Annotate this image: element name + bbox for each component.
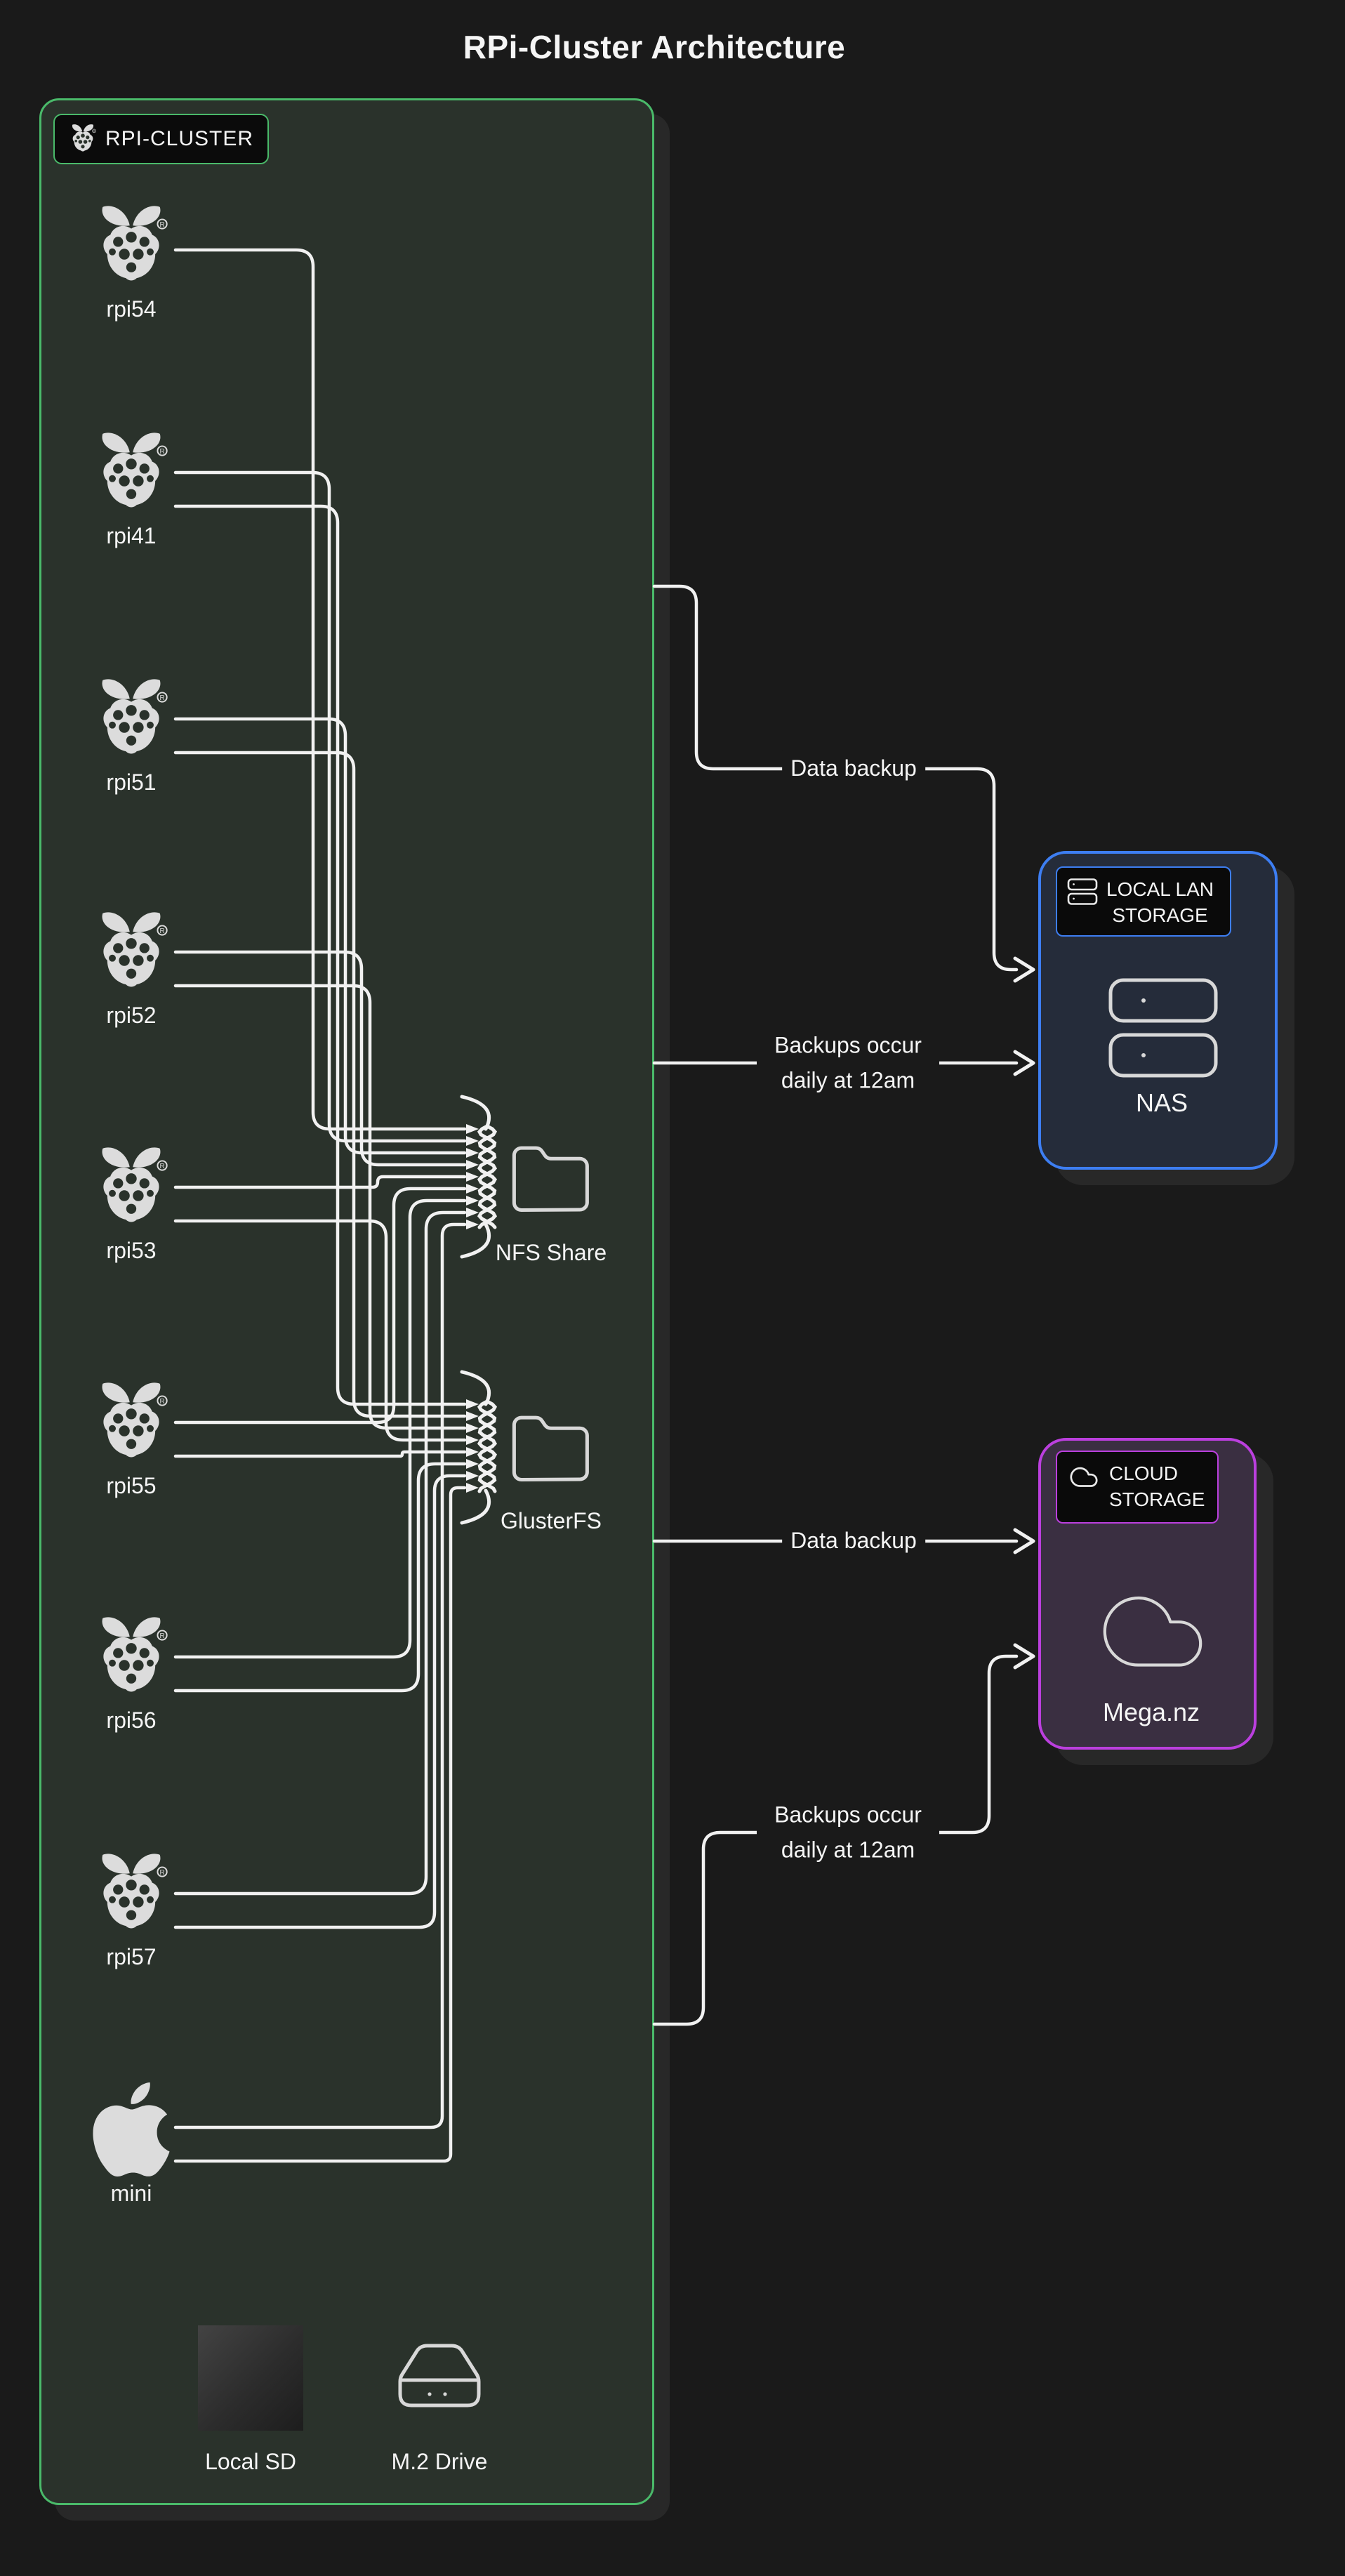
drive-label-local-sd: Local SD xyxy=(205,2449,296,2474)
connection-label-data-backup-nas: Data backup xyxy=(782,750,925,788)
nas-header-text: LOCAL LAN STORAGE xyxy=(1106,878,1214,926)
svg-text:R: R xyxy=(159,927,164,935)
cloud-icon xyxy=(1089,1574,1216,1679)
cluster-node-rpi54: R rpi54 xyxy=(72,201,191,322)
page-title: RPi-Cluster Architecture xyxy=(463,29,846,65)
share-label-nfs: NFS Share xyxy=(495,1240,607,1265)
cluster-badge-label: RPI-CLUSTER xyxy=(105,127,254,150)
node-label: rpi53 xyxy=(106,1238,157,1263)
nas-icon xyxy=(1107,977,1219,1084)
cloud-header-text: CLOUD STORAGE xyxy=(1109,1462,1205,1510)
svg-text:R: R xyxy=(159,694,164,702)
cloud-box-header: CLOUD STORAGE xyxy=(1056,1451,1219,1524)
svg-text:R: R xyxy=(159,221,164,229)
raspberry-pi-icon: R xyxy=(88,907,175,998)
sd-card-icon xyxy=(198,2325,303,2431)
cloud-icon xyxy=(1067,1462,1101,1490)
raspberry-pi-icon: R xyxy=(88,1378,175,1469)
node-label: rpi54 xyxy=(106,296,157,322)
svg-text:R: R xyxy=(159,1869,164,1877)
raspberry-pi-icon: R xyxy=(88,674,175,765)
cluster-node-rpi52: R rpi52 xyxy=(72,907,191,1029)
drive-label-m2: M.2 Drive xyxy=(391,2449,488,2474)
cluster-node-rpi41: R rpi41 xyxy=(72,428,191,549)
cluster-node-rpi53: R rpi53 xyxy=(72,1142,191,1264)
cluster-node-mini: mini xyxy=(72,2082,191,2207)
share-label-glusterfs: GlusterFS xyxy=(500,1508,602,1533)
raspberry-pi-icon: R xyxy=(88,1142,175,1234)
connection-label-schedule-nas: Backups occur daily at 12am xyxy=(757,1026,939,1099)
connection-label-data-backup-cloud: Data backup xyxy=(782,1522,925,1560)
node-label: rpi57 xyxy=(106,1944,157,1969)
m2-drive-icon xyxy=(393,2337,486,2415)
raspberry-pi-icon: R xyxy=(69,122,97,156)
svg-text:R: R xyxy=(159,1398,164,1406)
svg-text:R: R xyxy=(159,1163,164,1170)
node-label: rpi51 xyxy=(106,770,157,795)
node-label: mini xyxy=(110,2181,152,2206)
svg-text:R: R xyxy=(159,448,164,456)
svg-text:R: R xyxy=(159,1632,164,1640)
connection-label-schedule-cloud: Backups occur daily at 12am xyxy=(757,1796,939,1869)
raspberry-pi-icon: R xyxy=(88,1612,175,1703)
raspberry-pi-icon: R xyxy=(88,428,175,519)
cluster-node-rpi57: R rpi57 xyxy=(72,1849,191,1970)
cluster-node-rpi51: R rpi51 xyxy=(72,674,191,795)
node-label: rpi52 xyxy=(106,1003,157,1028)
node-label: rpi56 xyxy=(106,1708,157,1733)
cluster-node-rpi56: R rpi56 xyxy=(72,1612,191,1733)
raspberry-pi-icon: R xyxy=(88,1849,175,1940)
apple-icon xyxy=(92,2082,171,2177)
folder-icon xyxy=(507,1137,595,1217)
cluster-badge: R RPI-CLUSTER xyxy=(53,114,270,164)
folder-icon xyxy=(507,1406,595,1487)
node-label: rpi55 xyxy=(106,1473,157,1498)
svg-text:R: R xyxy=(93,130,95,133)
server-stack-icon xyxy=(1067,878,1098,906)
nas-label: NAS xyxy=(1135,1088,1188,1117)
cluster-node-rpi55: R rpi55 xyxy=(72,1378,191,1499)
mega-label: Mega.nz xyxy=(1102,1698,1200,1726)
nas-box-header: LOCAL LAN STORAGE xyxy=(1056,866,1231,937)
raspberry-pi-icon: R xyxy=(88,201,175,292)
node-label: rpi41 xyxy=(106,523,157,548)
